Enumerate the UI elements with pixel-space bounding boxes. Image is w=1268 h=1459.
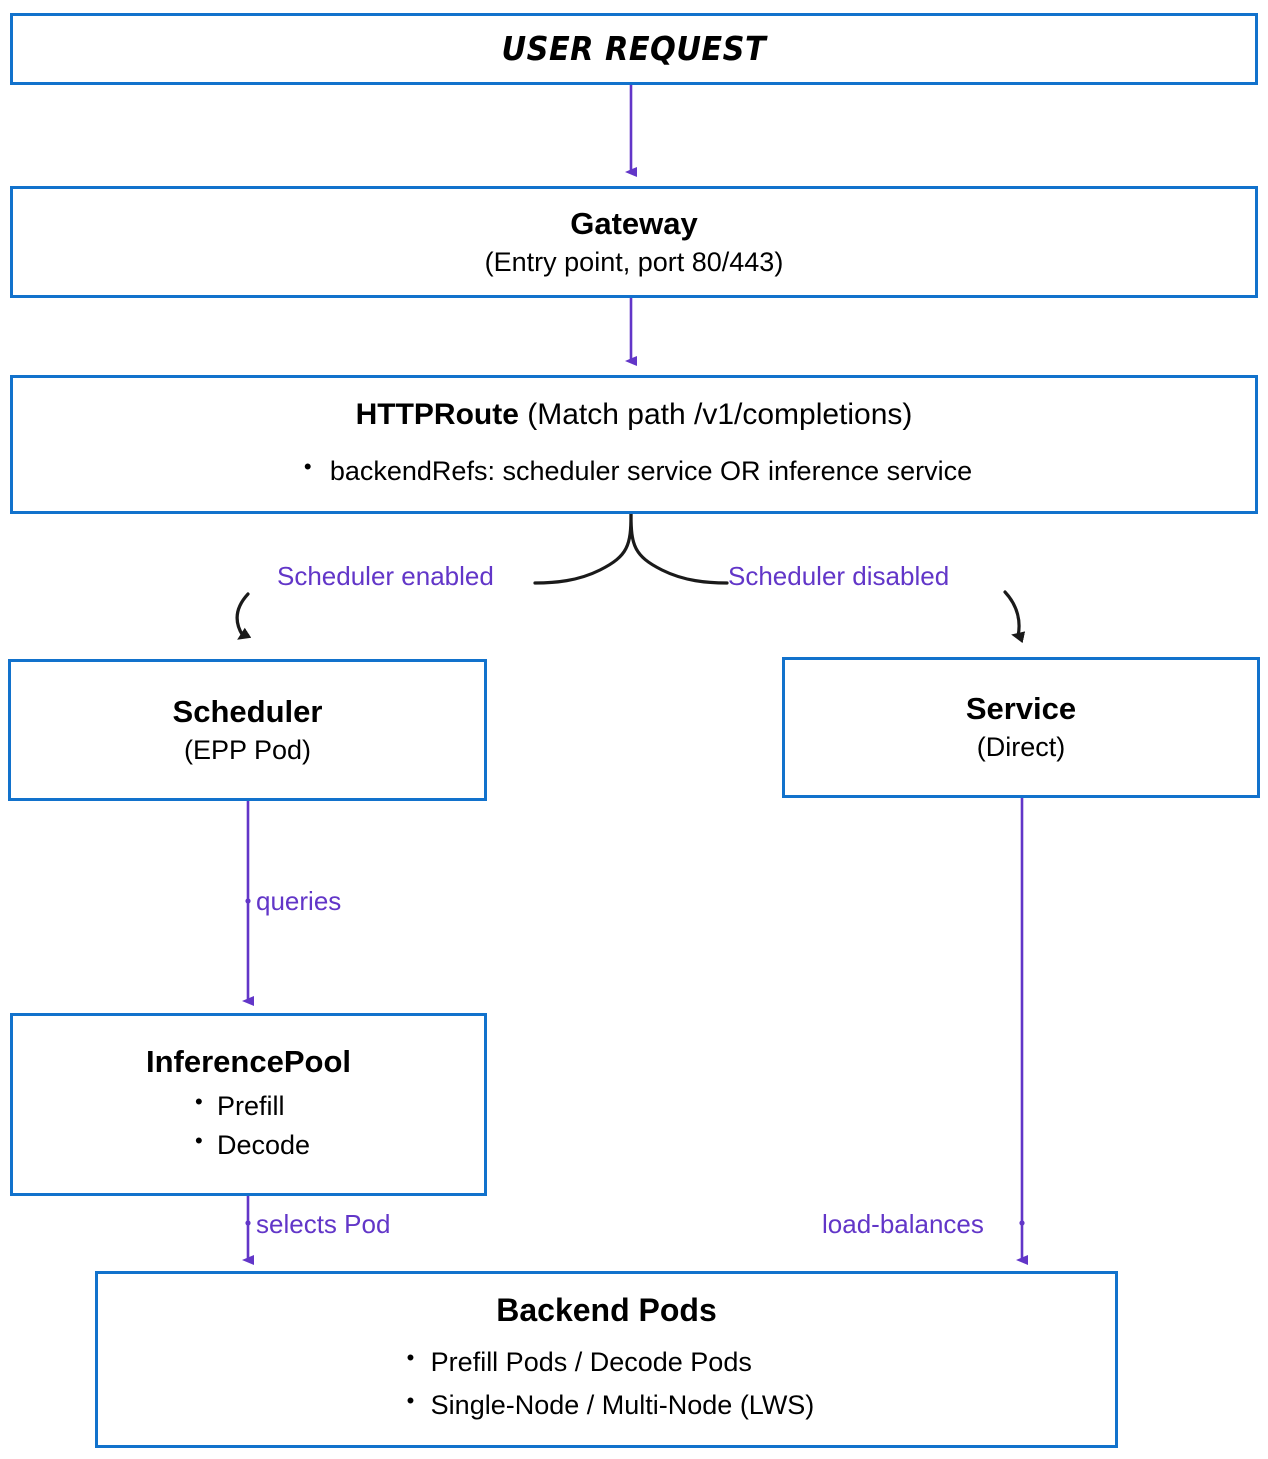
list-item: Single-Node / Multi-Node (LWS) bbox=[399, 1383, 815, 1427]
scheduler-subtitle: (EPP Pod) bbox=[183, 734, 312, 765]
httproute-headline: HTTPRoute (Match path /v1/completions) bbox=[356, 398, 913, 432]
node-user-request[interactable]: USER REQUEST bbox=[10, 13, 1258, 85]
edge-service-to-backendpods bbox=[1016, 798, 1028, 1265]
node-httproute[interactable]: HTTPRoute (Match path /v1/completions) b… bbox=[10, 375, 1258, 514]
edge-label-queries: queries bbox=[256, 886, 342, 916]
inferencepool-title: InferencePool bbox=[146, 1043, 351, 1079]
backendpods-bullet-list: Prefill Pods / Decode Pods Single-Node /… bbox=[399, 1340, 815, 1427]
httproute-bullet-list: backendRefs: scheduler service OR infere… bbox=[296, 451, 972, 491]
node-backendpods[interactable]: Backend Pods Prefill Pods / Decode Pods … bbox=[95, 1271, 1118, 1448]
list-item: Prefill bbox=[187, 1086, 310, 1126]
list-item: backendRefs: scheduler service OR infere… bbox=[296, 451, 972, 491]
user-request-title: USER REQUEST bbox=[501, 29, 767, 69]
edge-label-load-balances: load-balances bbox=[822, 1209, 984, 1239]
edge-scheduler-to-inferencepool bbox=[242, 801, 254, 1006]
service-subtitle: (Direct) bbox=[976, 732, 1066, 763]
node-gateway[interactable]: Gateway (Entry point, port 80/443) bbox=[10, 186, 1258, 298]
list-item: Prefill Pods / Decode Pods bbox=[399, 1340, 815, 1384]
edge-label-scheduler-disabled: Scheduler disabled bbox=[728, 561, 950, 591]
backendpods-title: Backend Pods bbox=[496, 1291, 717, 1328]
edge-inferencepool-to-backendpods bbox=[242, 1196, 254, 1265]
node-service[interactable]: Service (Direct) bbox=[782, 657, 1260, 798]
inferencepool-bullet-list: Prefill Decode bbox=[187, 1086, 310, 1165]
gateway-subtitle: (Entry point, port 80/443) bbox=[484, 246, 784, 277]
node-scheduler[interactable]: Scheduler (EPP Pod) bbox=[8, 659, 487, 801]
edge-label-scheduler-enabled: Scheduler enabled bbox=[277, 561, 494, 591]
scheduler-title: Scheduler bbox=[172, 693, 323, 729]
node-inferencepool[interactable]: InferencePool Prefill Decode bbox=[10, 1013, 487, 1196]
httproute-subtitle: (Match path /v1/completions) bbox=[527, 397, 913, 431]
service-title: Service bbox=[965, 691, 1077, 727]
httproute-title: HTTPRoute bbox=[355, 397, 519, 431]
edge-label-selects-pod: selects Pod bbox=[256, 1209, 391, 1239]
gateway-title: Gateway bbox=[570, 205, 698, 241]
list-item: Decode bbox=[187, 1125, 310, 1165]
